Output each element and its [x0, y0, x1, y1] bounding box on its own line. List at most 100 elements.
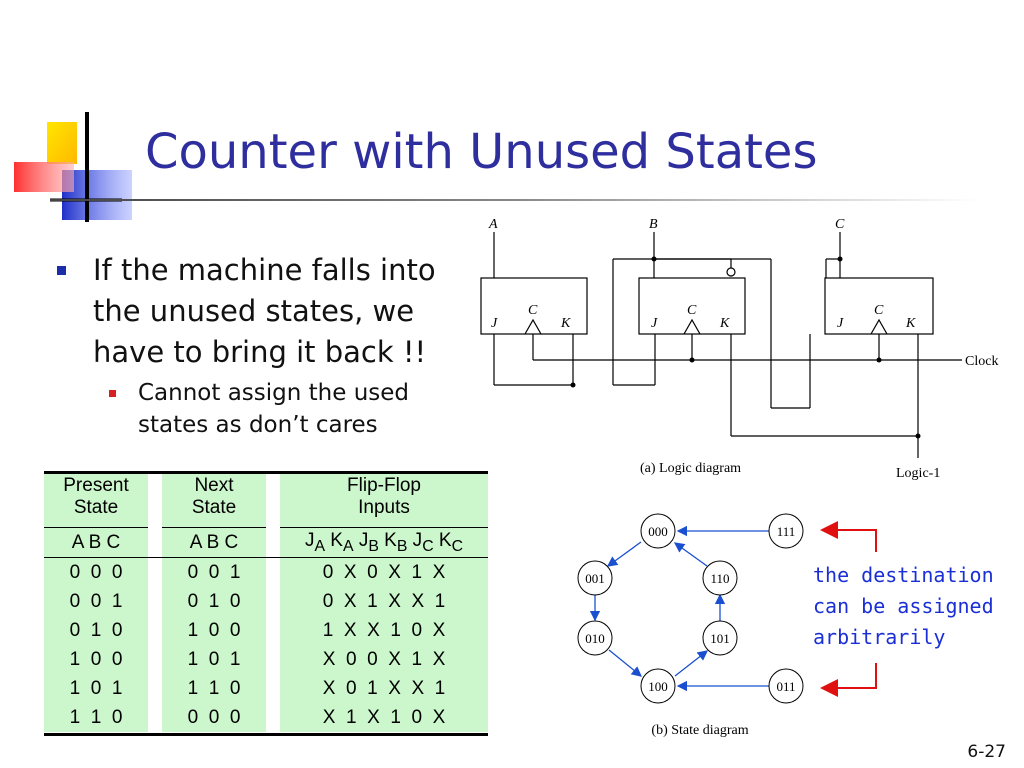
- logic-diagram: A B C J C K J C K J C K Clock Logic-1 (a…: [480, 217, 998, 481]
- bullet-marker: [57, 266, 66, 275]
- table-cell: 1 0 1: [162, 645, 266, 674]
- slide-title: Counter with Unused States: [145, 124, 818, 180]
- output-label-a: A: [488, 217, 498, 232]
- state-node-100: [640, 668, 676, 704]
- annotation-arrows: [820, 521, 877, 697]
- header-label: State: [73, 497, 119, 518]
- table-cell: 1 0 1: [44, 674, 148, 703]
- ff-c-label: C: [874, 303, 884, 318]
- bullet-marker: [109, 390, 116, 397]
- header-label: Next: [194, 475, 234, 496]
- sub-next: A B C: [162, 527, 266, 558]
- sub-inputs: JA KA JB KB JC KC: [280, 527, 488, 558]
- gap: [148, 472, 162, 528]
- table-cell: X 1 X 1 0 X: [280, 703, 488, 732]
- state-node-001: [577, 560, 613, 596]
- table-cell: 1 1 0: [162, 674, 266, 703]
- state-label: 001: [585, 571, 605, 586]
- bullet-level1: If the machine falls into the unused sta…: [93, 253, 436, 369]
- gap: [148, 616, 162, 645]
- state-label: 000: [648, 524, 668, 539]
- gap: [266, 472, 280, 528]
- logic1-label: Logic-1: [896, 466, 940, 481]
- state-node-111: [768, 513, 804, 549]
- gap: [266, 616, 280, 645]
- annotation-note: the destination can be assigned arbitrar…: [813, 563, 994, 649]
- red-arrow-down: [820, 663, 877, 697]
- header-label: State: [191, 497, 237, 518]
- logic-diagram-caption: (a) Logic diagram: [640, 461, 741, 476]
- sub-present: A B C: [44, 527, 148, 558]
- header-label: Flip-Flop: [347, 475, 421, 496]
- output-label-c: C: [835, 217, 845, 232]
- table-bottom-rule: [44, 733, 488, 736]
- state-node-101: [702, 620, 738, 656]
- table-cell: 0 X 1 X X 1: [280, 587, 488, 616]
- table-row: 1 0 1 1 1 0 X 0 1 X X 1: [44, 674, 488, 703]
- state-label: 111: [777, 524, 796, 539]
- gap: [266, 587, 280, 616]
- state-diagram: 000 001 010 100 110 101 111 011 (b) Stat…: [577, 513, 804, 738]
- ff-k-label: K: [905, 316, 916, 331]
- gap: [148, 557, 162, 587]
- state-node-110: [702, 560, 738, 596]
- table-row: 1 0 0 1 0 1 X 0 0 X 1 X: [44, 645, 488, 674]
- flipflop-c: [824, 277, 934, 335]
- ff-j-label: J: [837, 316, 844, 331]
- header-label: Inputs: [358, 497, 410, 518]
- decorative-logo: [14, 112, 132, 222]
- gap: [148, 674, 162, 703]
- state-label: 010: [585, 631, 605, 646]
- table-cell: 0 X 0 X 1 X: [280, 557, 488, 587]
- state-node-010: [577, 620, 613, 656]
- gap: [266, 645, 280, 674]
- red-arrow-up: [820, 521, 877, 552]
- output-label-b: B: [649, 217, 658, 232]
- table-cell: X 0 1 X X 1: [280, 674, 488, 703]
- ff-j-label: J: [651, 316, 658, 331]
- ff-c-label: C: [687, 303, 697, 318]
- state-diagram-caption: (b) State diagram: [651, 723, 748, 738]
- gap: [148, 645, 162, 674]
- table-cell: 0 1 0: [44, 616, 148, 645]
- ff-k-label: K: [719, 316, 730, 331]
- gap: [148, 587, 162, 616]
- bullet-level2: Cannot assign the used states as don’t c…: [138, 380, 410, 438]
- table-cell: 1 0 0: [44, 645, 148, 674]
- header-label: Present: [63, 475, 129, 496]
- state-label: 011: [776, 679, 795, 694]
- table-cell: 0 0 1: [44, 587, 148, 616]
- gap: [148, 527, 162, 558]
- table-subheader-row: A B C A B C JA KA JB KB JC KC: [44, 527, 488, 558]
- state-label: 100: [648, 679, 668, 694]
- table-cell: 1 X X 1 0 X: [280, 616, 488, 645]
- slide-number: 6-27: [967, 742, 1006, 762]
- table-cell: 1 1 0: [44, 703, 148, 732]
- table-cell: 0 0 1: [162, 557, 266, 587]
- gap: [266, 703, 280, 732]
- table-top-rule: [44, 471, 488, 474]
- table-cell: 0 1 0: [162, 587, 266, 616]
- title-underline: [50, 199, 980, 201]
- table-row: 0 1 0 1 0 0 1 X X 1 0 X: [44, 616, 488, 645]
- flipflop-a: [480, 277, 588, 335]
- ff-j-label: J: [491, 316, 498, 331]
- state-label: 101: [710, 631, 730, 646]
- gap: [266, 674, 280, 703]
- state-node-000: [640, 513, 676, 549]
- table-cell: X 0 0 X 1 X: [280, 645, 488, 674]
- gap: [266, 557, 280, 587]
- gap: [266, 527, 280, 558]
- state-node-011: [768, 668, 804, 704]
- ff-c-label: C: [528, 303, 538, 318]
- state-label: 110: [710, 571, 729, 586]
- clock-label: Clock: [965, 354, 998, 369]
- table-cell: 1 0 0: [162, 616, 266, 645]
